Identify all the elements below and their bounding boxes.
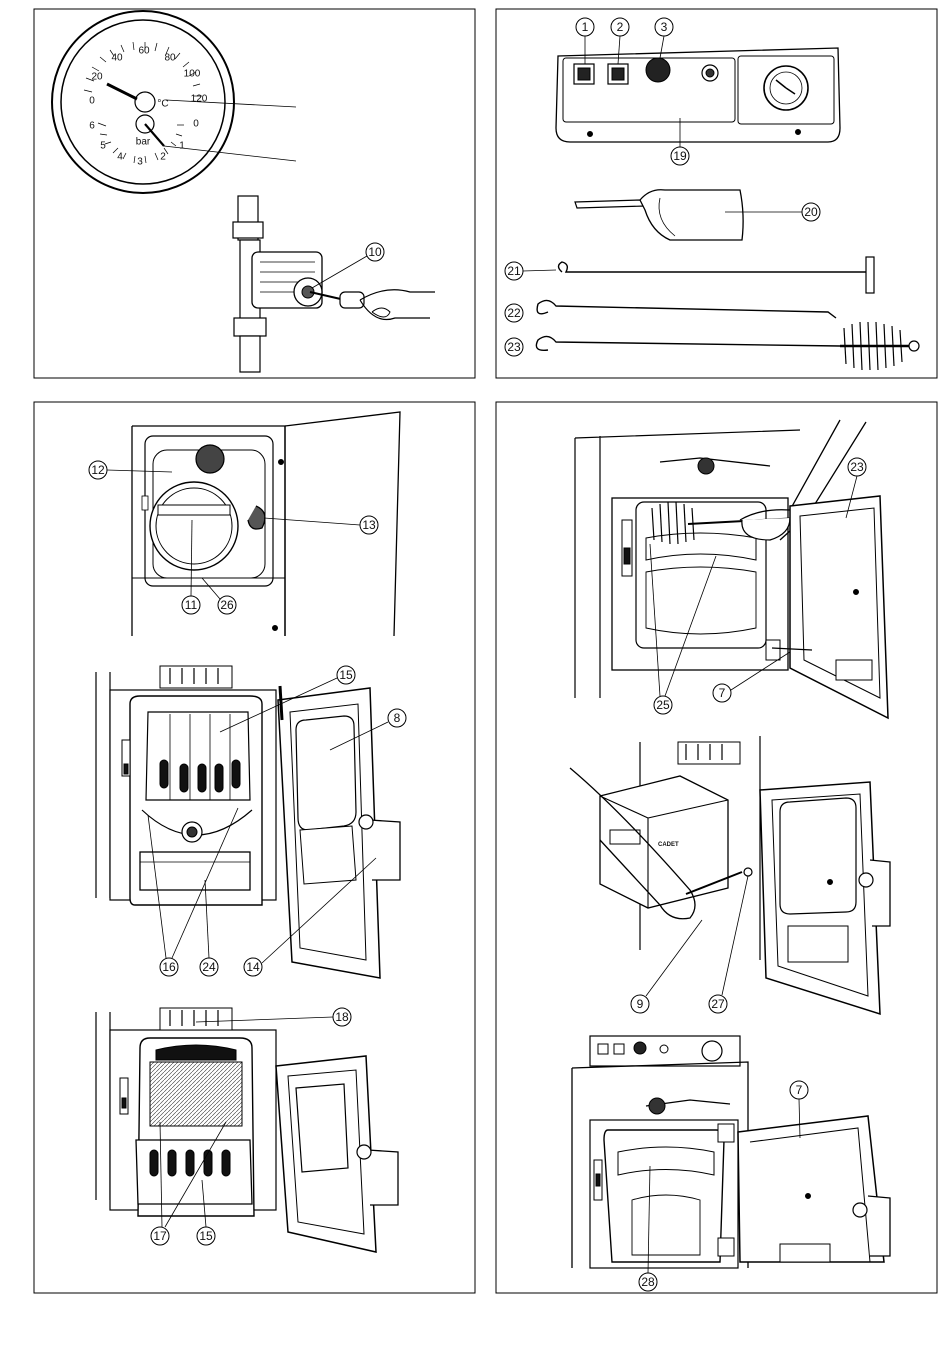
control-panel — [556, 48, 840, 142]
svg-text:14: 14 — [246, 960, 260, 974]
svg-text:17: 17 — [153, 1229, 167, 1243]
svg-text:11: 11 — [185, 598, 198, 612]
svg-text:16: 16 — [162, 960, 176, 974]
svg-text:9: 9 — [637, 997, 644, 1011]
heat-exchanger-view — [96, 1008, 398, 1252]
thermostat-knob-3[interactable] — [646, 58, 670, 82]
svg-text:21: 21 — [507, 264, 521, 278]
svg-text:23: 23 — [850, 460, 864, 474]
svg-text:18: 18 — [335, 1010, 349, 1024]
brush-tool-23 — [536, 322, 919, 370]
ash-shovel — [575, 190, 743, 240]
combined-gauge: 0 20 40 60 80 100 120 °C 6 5 4 3 2 1 0 b… — [52, 11, 296, 193]
svg-text:27: 27 — [711, 997, 725, 1011]
svg-text:25: 25 — [656, 698, 670, 712]
boiler-open-view — [572, 1036, 890, 1268]
pressure-tick-0: 0 — [193, 119, 199, 130]
svg-text:1: 1 — [582, 20, 589, 34]
svg-text:28: 28 — [641, 1275, 655, 1289]
pressure-tick-3: 3 — [137, 157, 143, 168]
pressure-unit: bar — [136, 137, 151, 148]
svg-text:12: 12 — [91, 463, 105, 477]
temp-tick-60: 60 — [138, 46, 150, 57]
temp-tick-80: 80 — [164, 53, 176, 64]
pressure-tick-1: 1 — [179, 141, 185, 152]
screwdriver-hand — [310, 290, 435, 320]
svg-text:23: 23 — [507, 340, 521, 354]
circulating-pump — [233, 196, 322, 372]
poker-tool-21 — [559, 257, 875, 293]
svg-text:19: 19 — [673, 149, 687, 163]
pressure-tick-6: 6 — [89, 121, 95, 132]
temp-tick-40: 40 — [111, 53, 123, 64]
svg-text:2: 2 — [617, 20, 624, 34]
brush-cleaning-view — [575, 420, 888, 718]
svg-text:10: 10 — [368, 245, 382, 259]
svg-text:15: 15 — [199, 1229, 213, 1243]
temp-tick-100: 100 — [184, 69, 201, 80]
temp-needle-hub — [135, 92, 155, 112]
burner-removal-view: CADET — [570, 736, 890, 1014]
svg-text:20: 20 — [804, 205, 818, 219]
temp-tick-0: 0 — [89, 96, 95, 107]
hook-tool-22 — [537, 300, 836, 318]
pressure-tick-5: 5 — [100, 141, 106, 152]
pressure-tick-4: 4 — [117, 152, 123, 163]
svg-text:3: 3 — [661, 20, 668, 34]
firebox-baffles-view — [96, 666, 400, 978]
svg-text:22: 22 — [507, 306, 521, 320]
svg-text:26: 26 — [220, 598, 234, 612]
temp-tick-20: 20 — [91, 72, 103, 83]
svg-text:13: 13 — [362, 518, 376, 532]
svg-text:7: 7 — [719, 686, 726, 700]
svg-text:15: 15 — [339, 668, 353, 682]
svg-text:8: 8 — [394, 711, 401, 725]
svg-text:7: 7 — [796, 1083, 803, 1097]
burner-brand-label: CADET — [658, 842, 679, 848]
temp-tick-120: 120 — [191, 94, 208, 105]
svg-text:24: 24 — [202, 960, 216, 974]
pressure-tick-2: 2 — [160, 152, 166, 163]
